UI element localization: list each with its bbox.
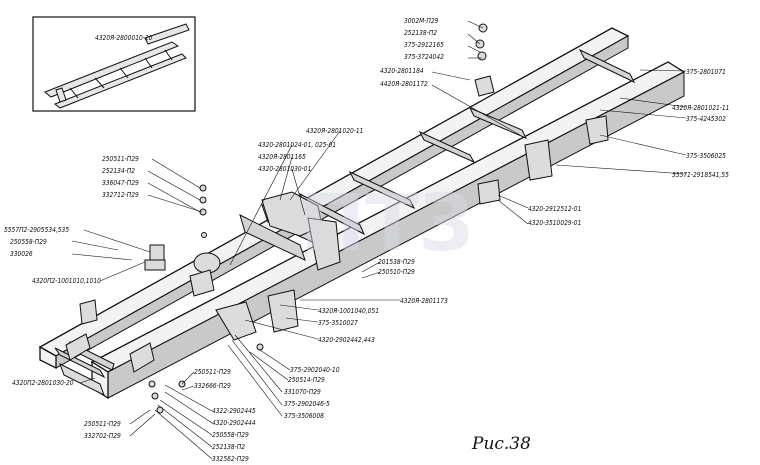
callout-label: 375-3510027 xyxy=(318,319,358,327)
callout-label: 375-2902040-10 xyxy=(290,366,340,374)
callout-label: 332562-П29 xyxy=(212,455,249,463)
callout-label: 250558-П29 xyxy=(212,431,249,439)
callout-label: 4320-3510029-01 xyxy=(528,219,581,227)
figure-caption: Рис.38 xyxy=(471,434,531,454)
callout-label: 4320-2801184 xyxy=(380,67,424,75)
callout-labels: 3002М-П29 252138-П2 375-2912165 375-3724… xyxy=(4,17,729,463)
callout-label: 330026 xyxy=(10,250,33,258)
callout-label: 250514-П29 xyxy=(288,376,325,384)
callout-label: 375-2902046-5 xyxy=(284,400,330,408)
callout-label: 201538-П29 xyxy=(378,258,415,266)
callout-label: 4320-2801030-01 xyxy=(258,165,311,173)
callout-label: 3002М-П29 xyxy=(404,17,439,25)
callout-label: 250510-П29 xyxy=(378,268,415,276)
svg-text:ПТЗ: ПТЗ xyxy=(300,179,474,269)
callout-label: 4320Я-2801020-11 xyxy=(306,127,363,135)
callout-label: 332712-П29 xyxy=(102,191,139,199)
callout-label: 4320-2902442,443 xyxy=(318,336,375,344)
callout-label: 250511-П29 xyxy=(102,155,139,163)
callout-label: 4320П2-1001010,1010 xyxy=(32,277,101,285)
leader-lines xyxy=(71,20,687,460)
callout-label: 332702-П29 xyxy=(84,432,121,440)
callout-label: 4320-2902444 xyxy=(212,419,256,427)
callout-label: 4322-2902445 xyxy=(212,407,256,415)
callout-label: 55571-2918541,55 xyxy=(672,171,729,179)
callout-label: 250511-П29 xyxy=(194,368,231,376)
callout-label: 5557П2-2905534,535 xyxy=(4,226,69,234)
callout-label: 331070-П29 xyxy=(284,388,321,396)
callout-label: 252138-П2 xyxy=(404,29,437,37)
callout-label: 250511-П29 xyxy=(84,420,121,428)
callout-label: 4320Я-2801173 xyxy=(400,297,448,305)
callout-label: 4320Я-1001040,051 xyxy=(318,307,379,315)
callout-label: 4320Я-2801165 xyxy=(258,153,306,161)
callout-label: 252138-П2 xyxy=(212,443,245,451)
inset-view: 4320Я-2800010-20 xyxy=(32,16,196,112)
callout-label: 375-3724042 xyxy=(404,53,444,61)
callout-label: 4320-2912512-01 xyxy=(528,205,581,213)
callout-label: 375-3506025 xyxy=(686,152,726,160)
watermark: ПТЗ xyxy=(300,179,474,269)
callout-label: 252134-П2 xyxy=(102,167,135,175)
callout-label: 375-4245302 xyxy=(686,115,726,123)
callout-label: 250558-П29 xyxy=(10,238,47,246)
callout-label: 4320Я-2801021-11 xyxy=(672,104,729,112)
frame-parts xyxy=(59,23,609,414)
inset-label: 4320Я-2800010-20 xyxy=(95,34,153,42)
callout-label: 332666-П29 xyxy=(194,382,231,390)
callout-label: 375-3506008 xyxy=(284,412,324,420)
callout-label: 336047-П29 xyxy=(102,179,139,187)
callout-label: 375-2801071 xyxy=(686,68,726,76)
callout-label: 4420Я-2801172 xyxy=(380,80,428,88)
callout-label: 375-2912165 xyxy=(404,41,444,49)
callout-label: 4320-2801024-01, 025-01 xyxy=(258,141,336,149)
callout-label: 4320П2-2801030-20 xyxy=(12,379,74,387)
